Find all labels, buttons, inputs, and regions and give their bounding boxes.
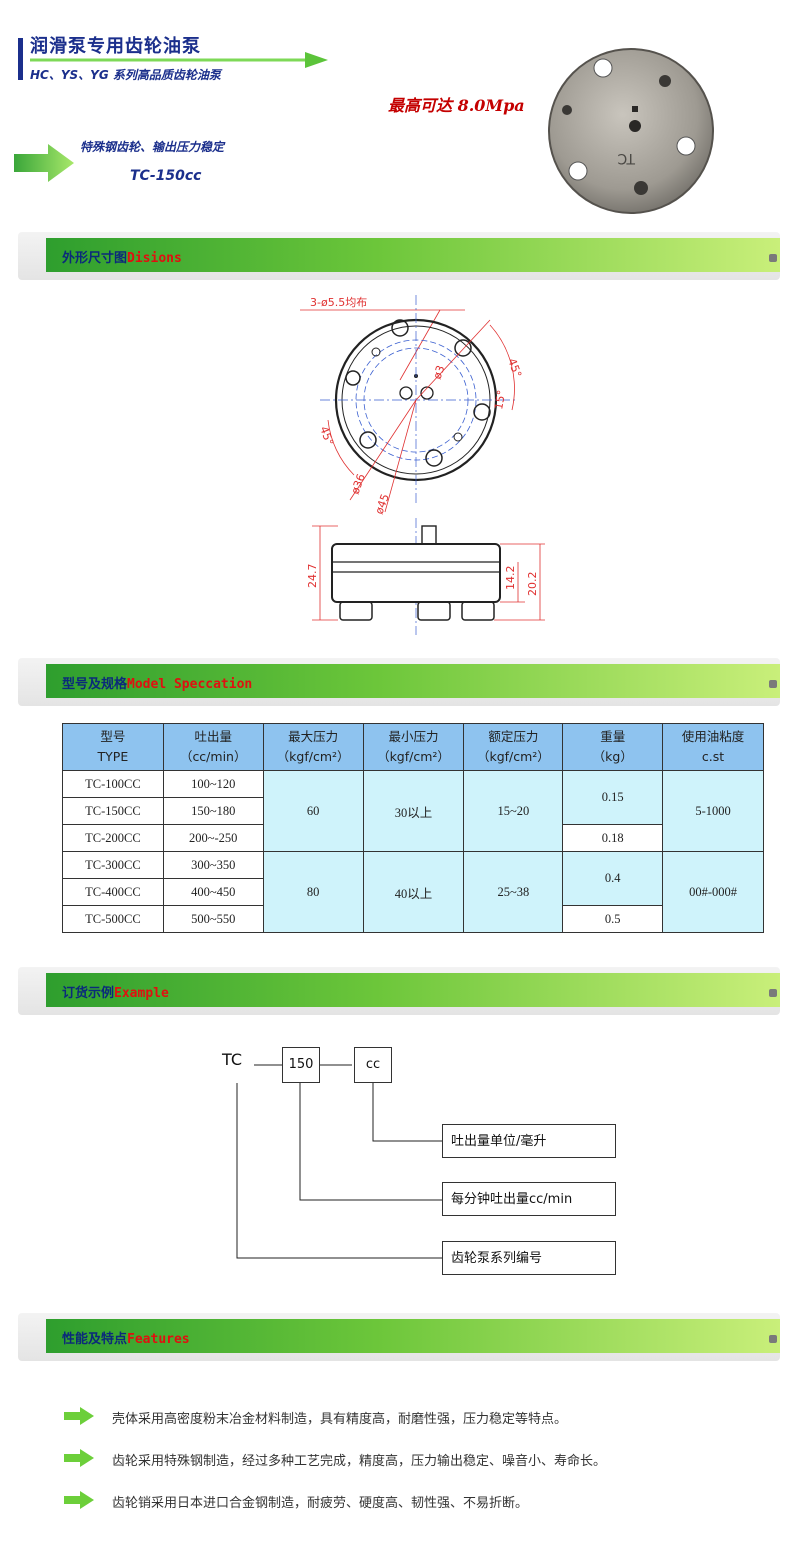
table-row: TC-100CC 100~120 60 30以上 15~20 0.15 5-10… — [62, 770, 764, 852]
section-title-en: Model Speccation — [127, 677, 253, 692]
desc-code-box: 每分钟吐出量cc/min — [442, 1182, 616, 1216]
type-cell: TC-400CC — [62, 878, 164, 906]
angle-label-right: 15° — [492, 389, 508, 410]
feature-item: 齿轮采用特殊钢制造，经过多种工艺完成，精度高，压力输出稳定、噪音小、寿命长。 — [112, 1454, 607, 1469]
large-green-arrow-icon — [14, 144, 74, 182]
section-header-example: 订货示例Example — [18, 967, 783, 1015]
flow-cell: 500~550 — [162, 905, 264, 933]
weight-cell: 0.18 — [562, 824, 664, 852]
green-arrow-icon — [64, 1491, 94, 1509]
max-pressure-slogan: 最高可达 8.0Mpa — [388, 96, 525, 115]
flow-cell: 100~120 — [162, 770, 264, 798]
type-cell: TC-100CC — [62, 770, 164, 798]
section-title-cn: 型号及规格 — [62, 677, 128, 692]
hole-note-label: 3-ø5.5均布 — [310, 296, 367, 309]
min-pressure-cell: 30以上 — [362, 770, 465, 852]
table-row: TC-500CC 500~550 0.5 — [62, 905, 764, 933]
height-label-mid: 14.2 — [504, 566, 517, 591]
col-header-rated-pressure: 额定压力（kgf/cm²） — [463, 723, 564, 771]
pump-product-photo: TC — [548, 48, 714, 214]
steel-gear-note: 特殊钢齿轮、输出压力稳定 — [80, 140, 225, 154]
feature-item: 齿轮销采用日本进口合金钢制造，耐疲劳、硬度高、韧性强、不易折断。 — [112, 1496, 529, 1511]
type-cell: TC-200CC — [62, 824, 164, 852]
col-header-max-pressure: 最大压力（kgf/cm²） — [262, 723, 364, 771]
rated-pressure-cell: 15~20 — [463, 770, 564, 852]
desc-unit-box: 吐出量单位/毫升 — [442, 1124, 616, 1158]
weight-cell: 0.4 — [562, 851, 664, 906]
angle-label-top: 45° — [505, 357, 524, 380]
green-arrow-icon — [64, 1407, 94, 1425]
rated-pressure-cell: 25~38 — [463, 851, 564, 933]
corner-marker — [769, 1335, 777, 1343]
dimension-drawing: 3-ø5.5均布 45° 15° 45° ø3 ø36 ø45 — [300, 295, 545, 635]
side-view: 24.7 14.2 20.2 — [306, 518, 545, 635]
section-header-features: 性能及特点Features — [18, 1313, 783, 1361]
section-title-cn: 外形尺寸图 — [62, 251, 128, 266]
flow-cell: 300~350 — [162, 851, 264, 879]
type-cell: TC-300CC — [62, 851, 164, 879]
height-label-body: 20.2 — [526, 572, 539, 597]
height-label-total: 24.7 — [306, 564, 319, 589]
order-example-diagram — [236, 1064, 442, 1259]
flow-cell: 400~450 — [162, 878, 264, 906]
page-subtitle: HC、YS、YG 系列高品质齿轮油泵 — [30, 68, 221, 82]
example-code-box: 150 — [282, 1047, 320, 1083]
section-title-en: Disions — [127, 251, 182, 266]
flow-cell: 150~180 — [162, 797, 264, 825]
flow-cell: 200~-250 — [162, 824, 264, 852]
col-header-weight: 重量（kg） — [562, 723, 664, 771]
feature-item: 壳体采用高密度粉末冶金材料制造，具有精度高，耐磨性强，压力稳定等特点。 — [112, 1412, 568, 1427]
weight-cell: 0.15 — [562, 770, 664, 825]
section-title-cn: 性能及特点 — [62, 1332, 128, 1347]
corner-marker — [769, 254, 777, 262]
green-arrow-icon — [64, 1449, 94, 1467]
model-code: TC-150cc — [130, 168, 202, 184]
table-row: TC-300CC 300~350 80 40以上 25~38 0.4 00#-0… — [62, 851, 764, 933]
col-header-flow: 吐出量（cc/min） — [162, 723, 264, 771]
section-title-en: Example — [114, 986, 169, 1001]
table-row: TC-150CC 150~180 — [62, 797, 764, 825]
min-pressure-cell: 40以上 — [362, 851, 465, 933]
section-title-en: Features — [127, 1332, 190, 1347]
green-arrow-icon — [30, 52, 328, 68]
max-pressure-cell: 80 — [262, 851, 364, 933]
angle-label-left: 45° — [317, 425, 336, 448]
desc-prefix-box: 齿轮泵系列编号 — [442, 1241, 616, 1275]
type-cell: TC-500CC — [62, 905, 164, 933]
section-header-dimensions: 外形尺寸图Disions — [18, 232, 783, 280]
type-cell: TC-150CC — [62, 797, 164, 825]
dia-label-small: ø3 — [431, 364, 448, 381]
dia-label-45: ø45 — [373, 492, 392, 516]
table-row: TC-200CC 200~-250 0.18 — [62, 824, 764, 852]
top-view: 3-ø5.5均布 45° 15° 45° ø3 ø36 ø45 — [300, 295, 524, 516]
col-header-min-pressure: 最小压力（kgf/cm²） — [362, 723, 465, 771]
product-engraving-text: TC — [617, 150, 636, 166]
table-row: TC-400CC 400~450 — [62, 878, 764, 906]
weight-cell: 0.5 — [562, 905, 664, 933]
section-header-model-spec: 型号及规格Model Speccation — [18, 658, 783, 706]
viscosity-cell: 00#-000# — [662, 851, 764, 933]
max-pressure-cell: 60 — [262, 770, 364, 852]
title-accent-bar — [18, 38, 23, 80]
example-prefix: TC — [222, 1050, 243, 1069]
corner-marker — [769, 989, 777, 997]
dia-label-36: ø36 — [349, 472, 368, 496]
page-title: 润滑泵专用齿轮油泵 — [30, 36, 201, 57]
section-title-cn: 订货示例 — [62, 986, 115, 1001]
viscosity-cell: 5-1000 — [662, 770, 764, 852]
example-unit-box: cc — [354, 1047, 392, 1083]
corner-marker — [769, 680, 777, 688]
